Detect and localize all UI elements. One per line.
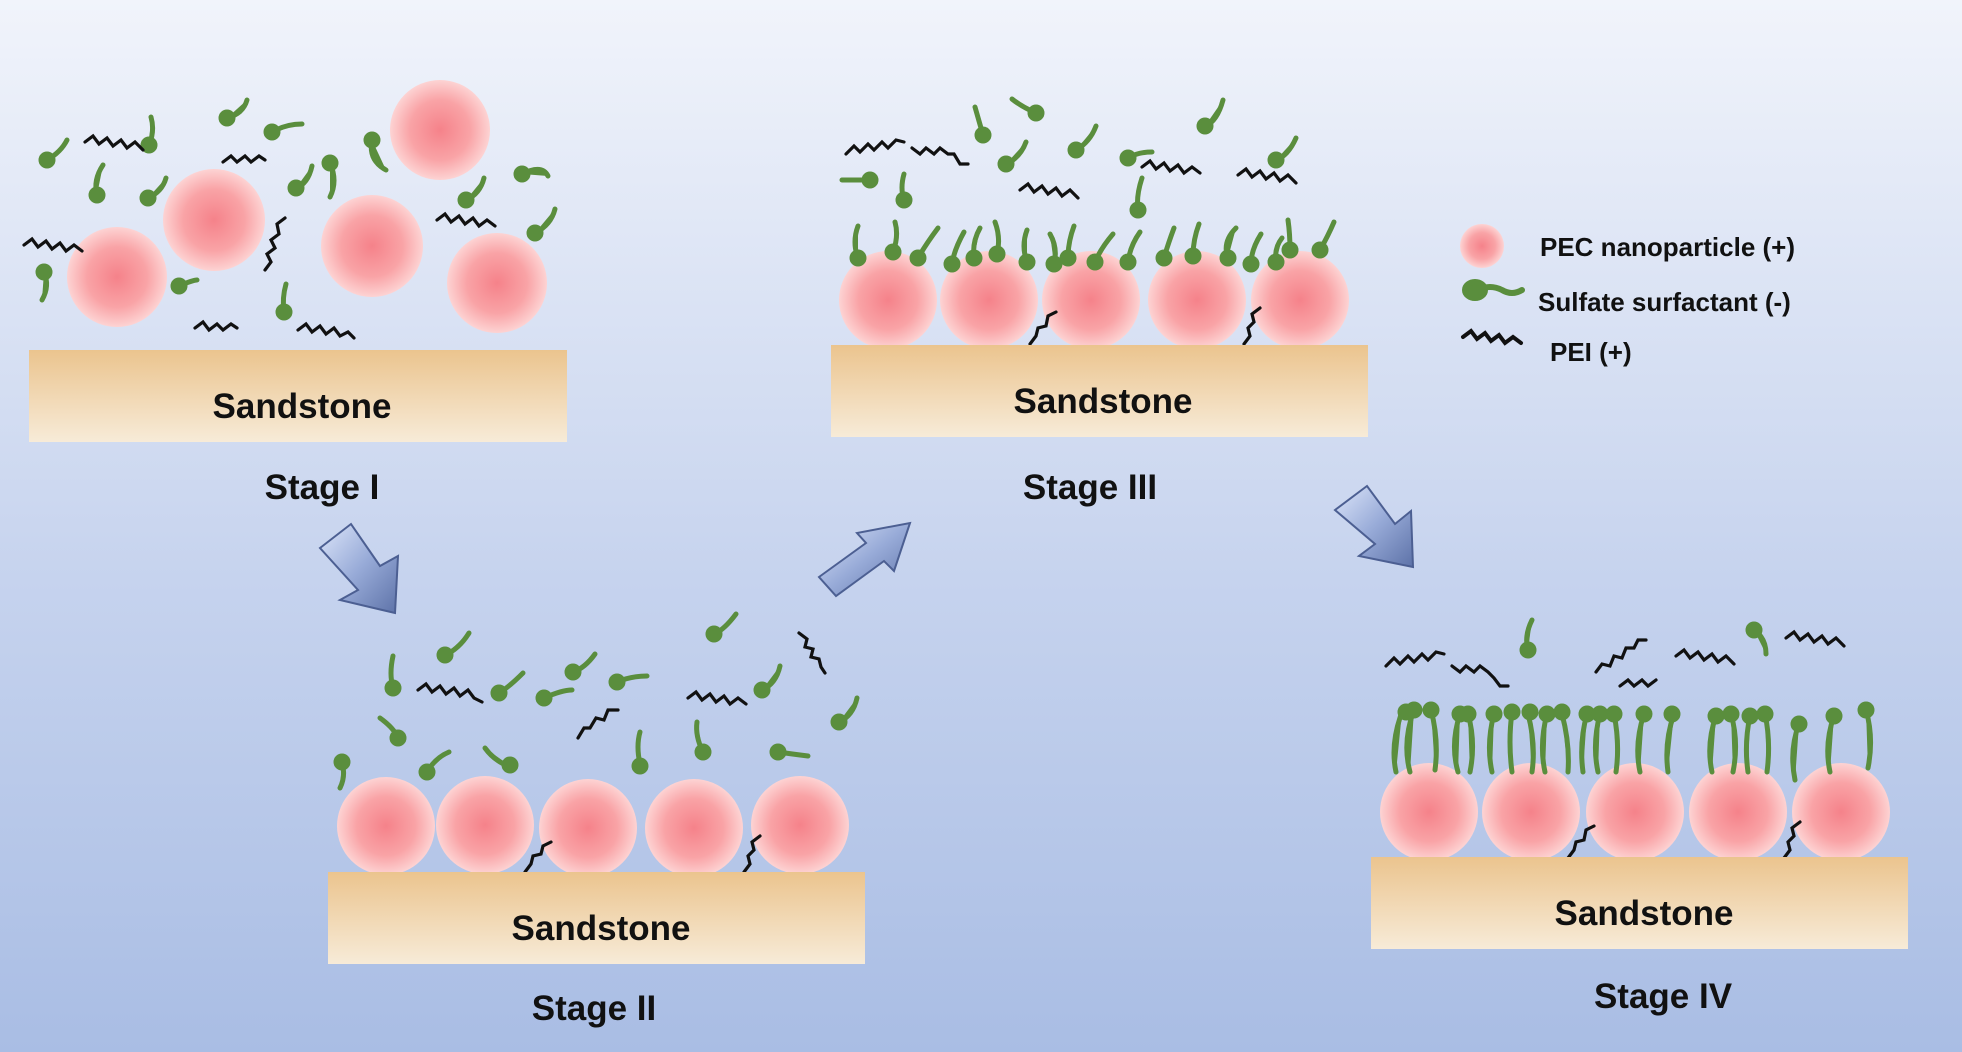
surfactant-icon xyxy=(1462,279,1525,301)
sandstone-label: Sandstone xyxy=(213,387,392,426)
polymer-icon xyxy=(1461,328,1523,346)
nanoparticle xyxy=(1482,763,1580,861)
legend-label: PEC nanoparticle (+) xyxy=(1540,232,1795,262)
stage-2-nanoparticle-layer xyxy=(337,776,849,877)
nanoparticle xyxy=(751,776,849,874)
nanoparticle xyxy=(67,227,167,327)
nanoparticle xyxy=(390,80,490,180)
stage-4-adsorbed-surfactants xyxy=(1391,701,1875,783)
stage-label: Stage II xyxy=(532,989,656,1028)
stage-4-nanoparticle-layer xyxy=(1380,763,1890,861)
nanoparticle xyxy=(1380,763,1478,861)
nanoparticle xyxy=(645,779,743,877)
sandstone-substrate xyxy=(1371,857,1908,949)
nanoparticle xyxy=(1042,251,1140,349)
sandstone-label: Sandstone xyxy=(1014,382,1193,421)
nanoparticle xyxy=(163,169,265,271)
process-arrow xyxy=(1333,484,1415,569)
legend-label: Sulfate surfactant (-) xyxy=(1538,287,1791,317)
nanoparticle xyxy=(839,251,937,349)
stage-4-panel: Sandstone Stage IV xyxy=(1371,617,1908,1016)
stage-1-nanoparticles xyxy=(67,80,547,333)
sandstone-substrate xyxy=(29,350,567,442)
stage-label: Stage IV xyxy=(1594,977,1733,1016)
stage-4-pei-chains xyxy=(1384,629,1846,860)
stage-4-free-surfactants xyxy=(1519,617,1769,659)
nanoparticle xyxy=(539,779,637,877)
stage-2-panel: Sandstone Stage II xyxy=(328,611,865,1028)
process-arrow xyxy=(318,522,400,615)
stage-1-panel: Sandstone Stage I xyxy=(22,80,567,507)
sandstone-substrate xyxy=(328,872,865,964)
nanoparticle xyxy=(1689,763,1787,861)
nanoparticle xyxy=(1148,251,1246,349)
nanoparticle xyxy=(436,776,534,874)
nanoparticle xyxy=(321,195,423,297)
stage-label: Stage III xyxy=(1023,468,1157,507)
stage-3-pei-chains xyxy=(844,138,1298,346)
nanoparticle xyxy=(1792,763,1890,861)
stage-2-pei-chains xyxy=(416,631,827,874)
sandstone-substrate xyxy=(831,345,1368,437)
stage-3-panel: Sandstone Stage III xyxy=(831,96,1368,507)
stage-3-nanoparticle-layer xyxy=(839,251,1349,349)
nanoparticle xyxy=(1251,251,1349,349)
stage-1-surfactants xyxy=(35,97,558,321)
nanoparticle-icon xyxy=(1460,224,1504,268)
sandstone-label: Sandstone xyxy=(512,909,691,948)
nanoparticle xyxy=(940,251,1038,349)
nanoparticle xyxy=(1586,763,1684,861)
stage-3-free-surfactants xyxy=(839,96,1299,219)
stage-2-surfactants xyxy=(333,611,860,791)
stage-label: Stage I xyxy=(265,468,380,507)
nanoparticle xyxy=(337,777,435,875)
legend: PEC nanoparticle (+) Sulfate surfactant … xyxy=(1460,224,1795,367)
nanoparticle xyxy=(447,233,547,333)
process-arrow xyxy=(817,521,912,598)
legend-label: PEI (+) xyxy=(1550,337,1632,367)
sandstone-label: Sandstone xyxy=(1555,894,1734,933)
stage-1-pei-chains xyxy=(22,133,497,340)
stage-3-adsorbed-surfactants xyxy=(849,217,1337,273)
